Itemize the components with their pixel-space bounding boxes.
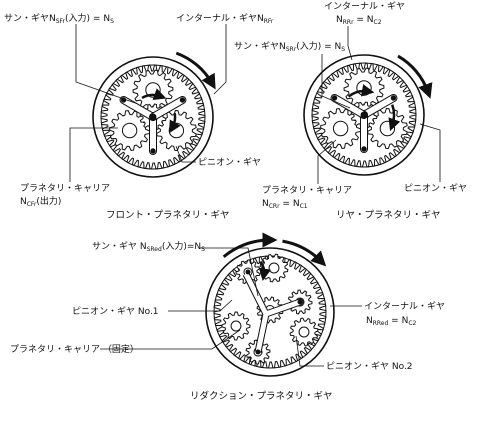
rear-sun-leader	[321, 54, 351, 109]
reduction-pin-3	[255, 349, 261, 355]
reduction-carrier-leader	[100, 329, 241, 350]
rear-sun-gear-label: サン・ギヤNSRr(入力) = NS	[234, 42, 346, 53]
reduction-internal-gear-teeth	[213, 255, 327, 369]
front-planetary-caption: フロント・プラネタリ・ギヤ	[106, 210, 230, 221]
reduction-pinion2-gear-2-hub	[298, 326, 310, 338]
reduction-pinion-rotation-arrow	[258, 260, 272, 281]
front-sun-leader	[75, 24, 139, 105]
rear-carrier-hub	[360, 111, 368, 119]
rear-pinion-leader	[419, 123, 441, 182]
reduction-pinion2-leader	[295, 335, 324, 367]
reduction-pinion1-label: ピニオン・ギヤ No.1	[72, 307, 159, 317]
rear-sun-rotation-arrow	[347, 84, 375, 98]
rear-internal-gear-teeth	[311, 62, 417, 168]
front-pinion-leader	[175, 145, 196, 163]
reduction-pin-1	[245, 269, 251, 275]
rear-carrier-arm-1-fill	[361, 95, 397, 118]
front-pinion-gear-label: ピニオン・ギヤ	[198, 158, 262, 168]
reduction-pinion2-label: ピニオン・ギヤ No.2	[326, 362, 413, 372]
reduction-pin-2	[297, 299, 303, 305]
reduction-ring-rotation-arrow-2	[282, 239, 327, 267]
rear-pinion-gear-label: ピニオン・ギヤ	[404, 184, 468, 194]
rear-carrier-arm-1-pin	[390, 95, 397, 101]
rear-carrier-leader	[317, 139, 337, 184]
front-carrier-arm-1-pin	[150, 148, 156, 154]
reduction-ring-rotation-arrow	[222, 232, 278, 258]
rear-pinion-gear-3-hub	[332, 120, 349, 137]
rear-carrier-speed: NCRr = NC1	[262, 199, 308, 210]
rear-ring-rotation-arrow	[397, 54, 433, 99]
front-carrier-arm-3-pin	[179, 97, 186, 103]
reduction-carrier-label: プラネタリ・キャリア （固定）	[10, 345, 139, 355]
front-carrier-hub	[149, 113, 157, 121]
reduction-planetary-caption: リダクション・プラネタリ・ギヤ	[190, 391, 333, 402]
front-carrier-arm-2-fill	[120, 97, 156, 120]
front-carrier-label: プラネタリ・キャリア	[20, 184, 111, 194]
rear-carrier-arm-3-fill	[331, 95, 367, 118]
reduction-internal-gear-outer	[205, 247, 335, 377]
reduction-pinion2-gear-1-hub	[268, 262, 280, 274]
front-sun-rotation-arrow	[141, 88, 167, 101]
rear-internal-leader	[347, 26, 353, 61]
rear-carrier-arm-3-pin	[331, 95, 338, 101]
reduction-sun-gear-label: サン・ギヤ NSRed(入力)=NS	[92, 242, 205, 253]
rear-pinion-rotation-arrow	[388, 104, 401, 132]
front-internal-gear-teeth	[100, 64, 206, 170]
front-carrier-speed: NCFr(出力)	[20, 197, 62, 208]
reduction-internal-gear-label: インターナル・ギヤ	[364, 302, 446, 312]
front-ring-rotation-arrow	[175, 51, 216, 90]
front-pinion-gear-3-hub	[121, 122, 138, 139]
rear-planetary-caption: リヤ・プラネタリ・ギヤ	[336, 210, 441, 221]
reduction-pinion1-leader	[168, 299, 233, 312]
rear-internal-gear-outer	[303, 54, 425, 176]
front-pinion-rotation-arrow	[168, 112, 181, 134]
front-carrier-arm-3-fill	[150, 97, 186, 120]
front-internal-leader	[213, 24, 227, 95]
reduction-pinion2-gear-3-hub	[230, 320, 242, 332]
reduction-sun-leader	[200, 247, 259, 297]
rear-pinion-gear-1-hub	[356, 80, 372, 96]
rear-internal-gear-speed: NRRr = NC2	[336, 15, 382, 26]
rear-internal-gear-label: インターナル・ギヤ	[324, 2, 406, 12]
front-internal-gear-outer	[92, 56, 214, 178]
front-internal-gear-label: インターナル・ギヤNRFr	[176, 14, 274, 25]
front-pinion-gear-2-hub	[168, 122, 185, 139]
rear-carrier-arm-2-pin	[361, 146, 367, 152]
rear-carrier-label: プラネタリ・キャリア	[262, 186, 353, 196]
front-carrier-leader	[69, 127, 118, 182]
reduction-internal-gear-speed: NRRed = NC2	[366, 316, 417, 327]
front-sun-gear-label: サン・ギヤNSFr(入力) = NS	[4, 14, 114, 25]
